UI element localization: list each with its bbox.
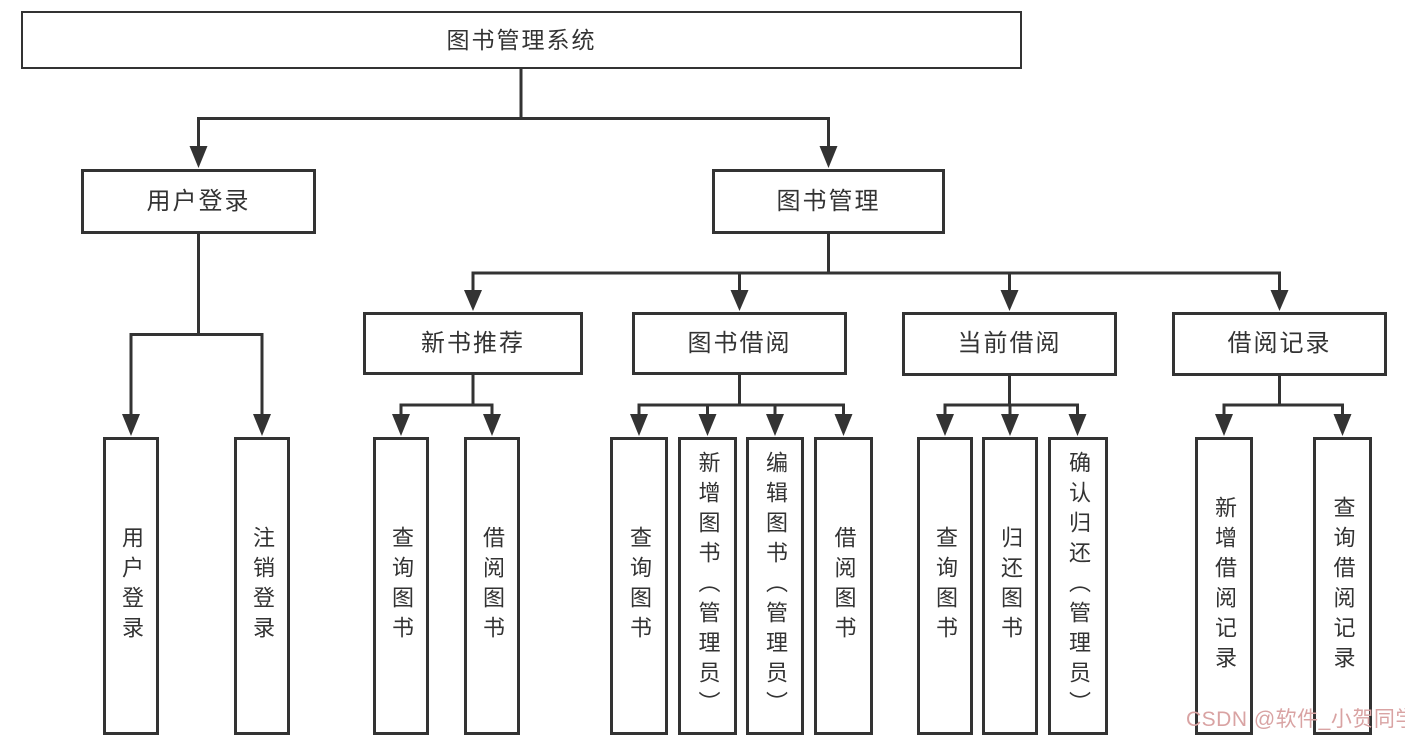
node-leaf-logout-login: 注销登录 xyxy=(234,437,290,735)
arrow-down-icon xyxy=(1000,290,1019,311)
arrow-down-icon xyxy=(936,414,954,436)
arrow-down-icon xyxy=(483,414,501,436)
node-leaf-query-borrow-record: 查询借阅记录 xyxy=(1313,437,1372,735)
connector-user-login xyxy=(129,232,264,415)
arrow-down-icon xyxy=(122,414,140,436)
connector-line xyxy=(943,375,1079,416)
node-book-management: 图书管理 xyxy=(712,169,945,234)
node-borrowing-records: 借阅记录 xyxy=(1172,312,1387,376)
arrow-down-icon xyxy=(1001,414,1019,436)
connector-line xyxy=(129,232,264,415)
node-leaf-user-login: 用户登录 xyxy=(103,437,159,735)
connector-line xyxy=(637,374,845,416)
node-new-book-recommend: 新书推荐 xyxy=(363,312,583,375)
node-leaf-add-borrow-record: 新增借阅记录 xyxy=(1195,437,1253,735)
connector-book-management xyxy=(471,232,1281,291)
node-leaf-query-books-borrowing: 查询图书 xyxy=(610,437,668,735)
arrow-down-icon xyxy=(698,414,717,436)
node-library-management-system: 图书管理系统 xyxy=(21,11,1022,69)
arrow-down-icon xyxy=(630,414,648,436)
csdn-watermark: CSDN @软件_小贺同学 xyxy=(1186,708,1405,731)
node-leaf-return-books: 归还图书 xyxy=(982,437,1038,735)
arrow-down-icon xyxy=(1215,414,1233,436)
node-leaf-query-books-recommend: 查询图书 xyxy=(373,437,429,735)
arrow-down-icon xyxy=(392,414,410,436)
node-book-borrowing: 图书借阅 xyxy=(632,312,847,375)
arrow-down-icon xyxy=(1270,290,1289,311)
connector-root xyxy=(197,67,830,147)
connector-line xyxy=(471,232,1281,291)
connector-line xyxy=(197,67,830,147)
connector-line xyxy=(1222,375,1344,416)
node-user-login: 用户登录 xyxy=(81,169,316,234)
node-leaf-confirm-return-admin: 确认归还（管理员） xyxy=(1048,437,1108,735)
connector-line xyxy=(399,374,494,416)
node-leaf-edit-book-admin: 编辑图书（管理员） xyxy=(746,437,804,735)
node-leaf-borrow-books-recommend: 借阅图书 xyxy=(464,437,520,735)
arrow-down-icon xyxy=(189,146,208,168)
arrow-down-icon xyxy=(464,290,482,311)
node-leaf-query-books-current: 查询图书 xyxy=(917,437,973,735)
node-current-borrowing: 当前借阅 xyxy=(902,312,1117,376)
connector-borrowing-records xyxy=(1222,375,1344,416)
arrow-down-icon xyxy=(1068,414,1087,436)
node-leaf-add-book-admin: 新增图书（管理员） xyxy=(678,437,737,735)
arrow-down-icon xyxy=(730,290,749,311)
node-leaf-borrow-books-borrowing: 借阅图书 xyxy=(814,437,873,735)
arrow-down-icon xyxy=(819,146,838,168)
arrow-down-icon xyxy=(1333,414,1352,436)
arrow-down-icon xyxy=(766,414,784,436)
arrow-down-icon xyxy=(253,414,271,436)
arrow-down-icon xyxy=(834,414,853,436)
connector-book-borrowing xyxy=(637,374,845,416)
connector-current-borrowing xyxy=(943,375,1079,416)
connector-new-book-recommend xyxy=(399,374,494,416)
